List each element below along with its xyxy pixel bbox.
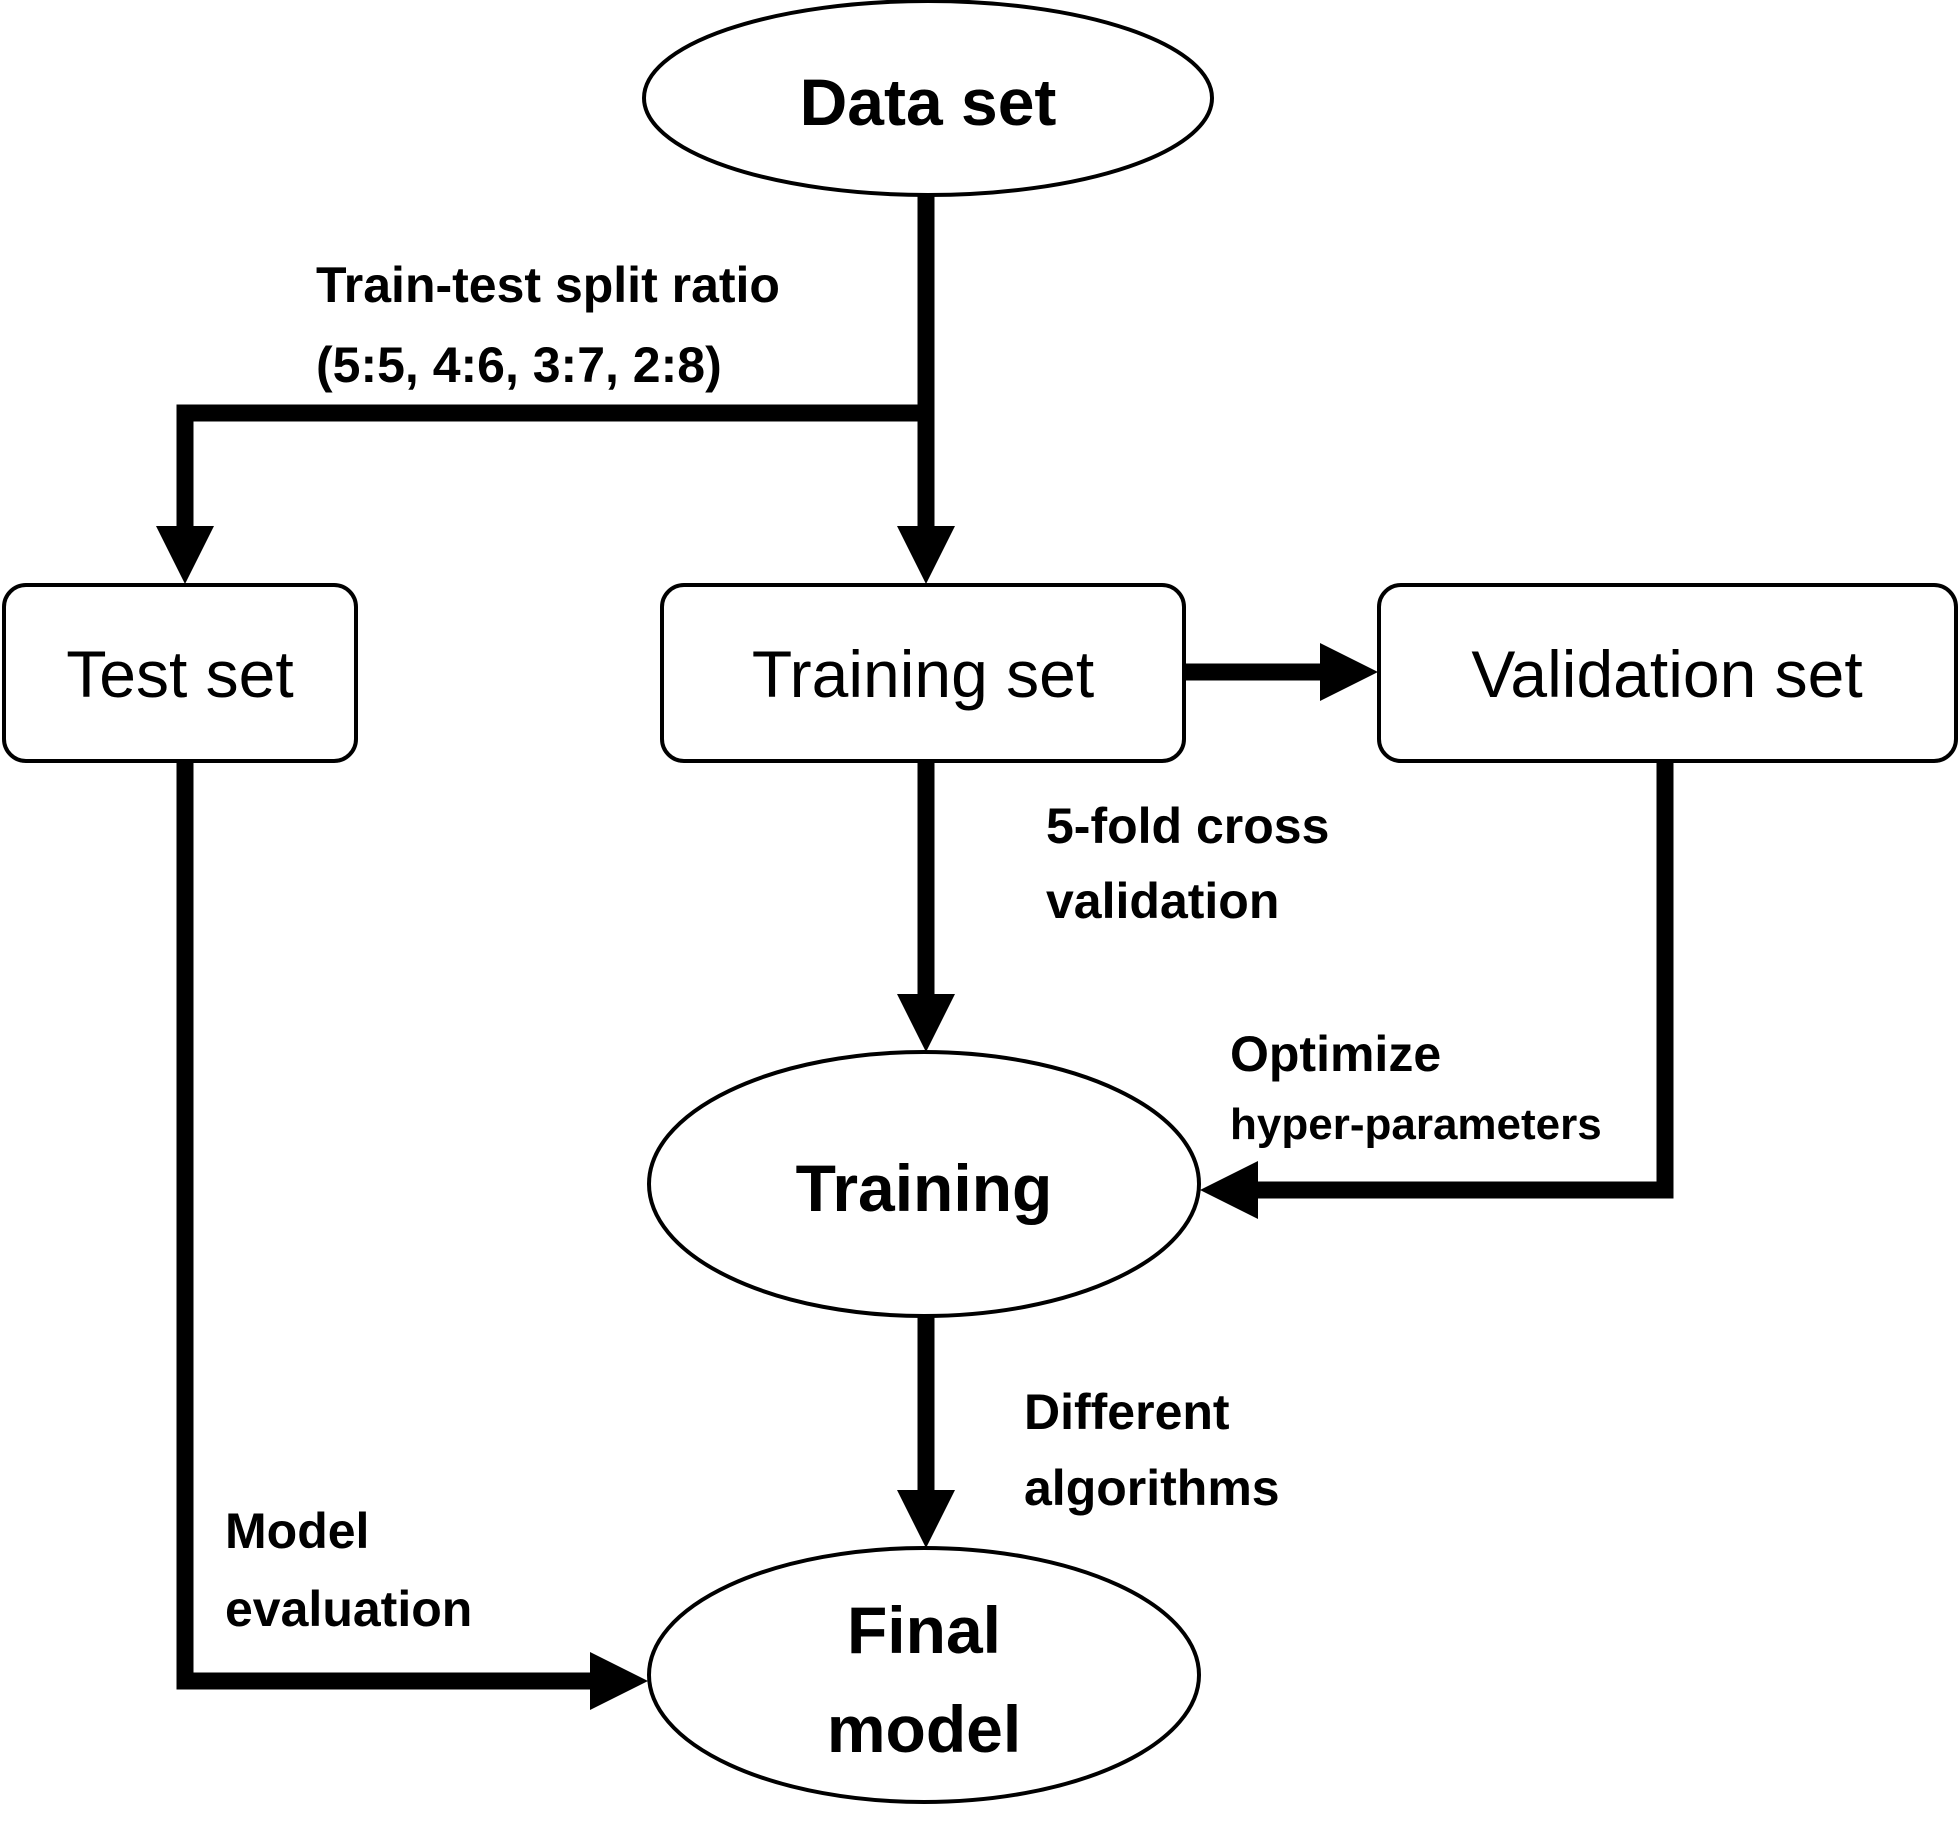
evaluation-label-line1: Model (225, 1503, 369, 1559)
test-set-label: Test set (66, 637, 293, 711)
node-validation-set: Validation set (1377, 583, 1958, 763)
arrowhead-training-from-validation (1200, 1161, 1258, 1219)
arrowhead-final-model-from-test (590, 1652, 648, 1710)
edge-dataset-to-test-set (176, 404, 926, 528)
cross-validation-label-line1: 5-fold cross (1046, 798, 1329, 854)
arrowhead-test-set (156, 526, 214, 584)
arrowhead-validation-set (1320, 643, 1378, 701)
cross-validation-label-line2: validation (1046, 873, 1279, 929)
split-label-line1: Train-test split ratio (316, 257, 780, 313)
node-training: Training (647, 1050, 1201, 1318)
training-set-label: Training set (752, 637, 1094, 711)
training-label: Training (796, 1151, 1053, 1225)
final-model-ellipse (647, 1546, 1201, 1804)
arrowhead-final-model (897, 1490, 955, 1548)
edge-labels: Train-test split ratio (5:5, 4:6, 3:7, 2… (225, 257, 1602, 1637)
training-set-box (660, 583, 1186, 763)
optimize-label-line1: Optimize (1230, 1026, 1441, 1082)
data-set-ellipse (642, 0, 1214, 197)
node-final-model: Final model (647, 1546, 1201, 1804)
validation-set-box (1377, 583, 1958, 763)
connectors (156, 196, 1674, 1710)
algorithms-label-line1: Different (1024, 1384, 1230, 1440)
arrowhead-training-set (897, 526, 955, 584)
training-ellipse (647, 1050, 1201, 1318)
validation-set-label: Validation set (1471, 637, 1862, 711)
algorithms-label-line2: algorithms (1024, 1460, 1280, 1516)
data-set-label: Data set (800, 65, 1057, 139)
edge-validation-to-training (1256, 762, 1674, 1199)
arrowhead-training (897, 994, 955, 1052)
final-model-label-line1: Final (847, 1593, 1001, 1667)
node-training-set: Training set (660, 583, 1186, 763)
test-set-box (2, 583, 358, 763)
node-test-set: Test set (2, 583, 358, 763)
evaluation-label-line2: evaluation (225, 1581, 472, 1637)
final-model-label-line2: model (827, 1692, 1021, 1766)
split-label-line2: (5:5, 4:6, 3:7, 2:8) (316, 337, 722, 393)
optimize-label-line2: hyper-parameters (1230, 1100, 1602, 1149)
edge-test-set-to-final-model (176, 762, 592, 1690)
node-data-set: Data set (642, 0, 1214, 197)
